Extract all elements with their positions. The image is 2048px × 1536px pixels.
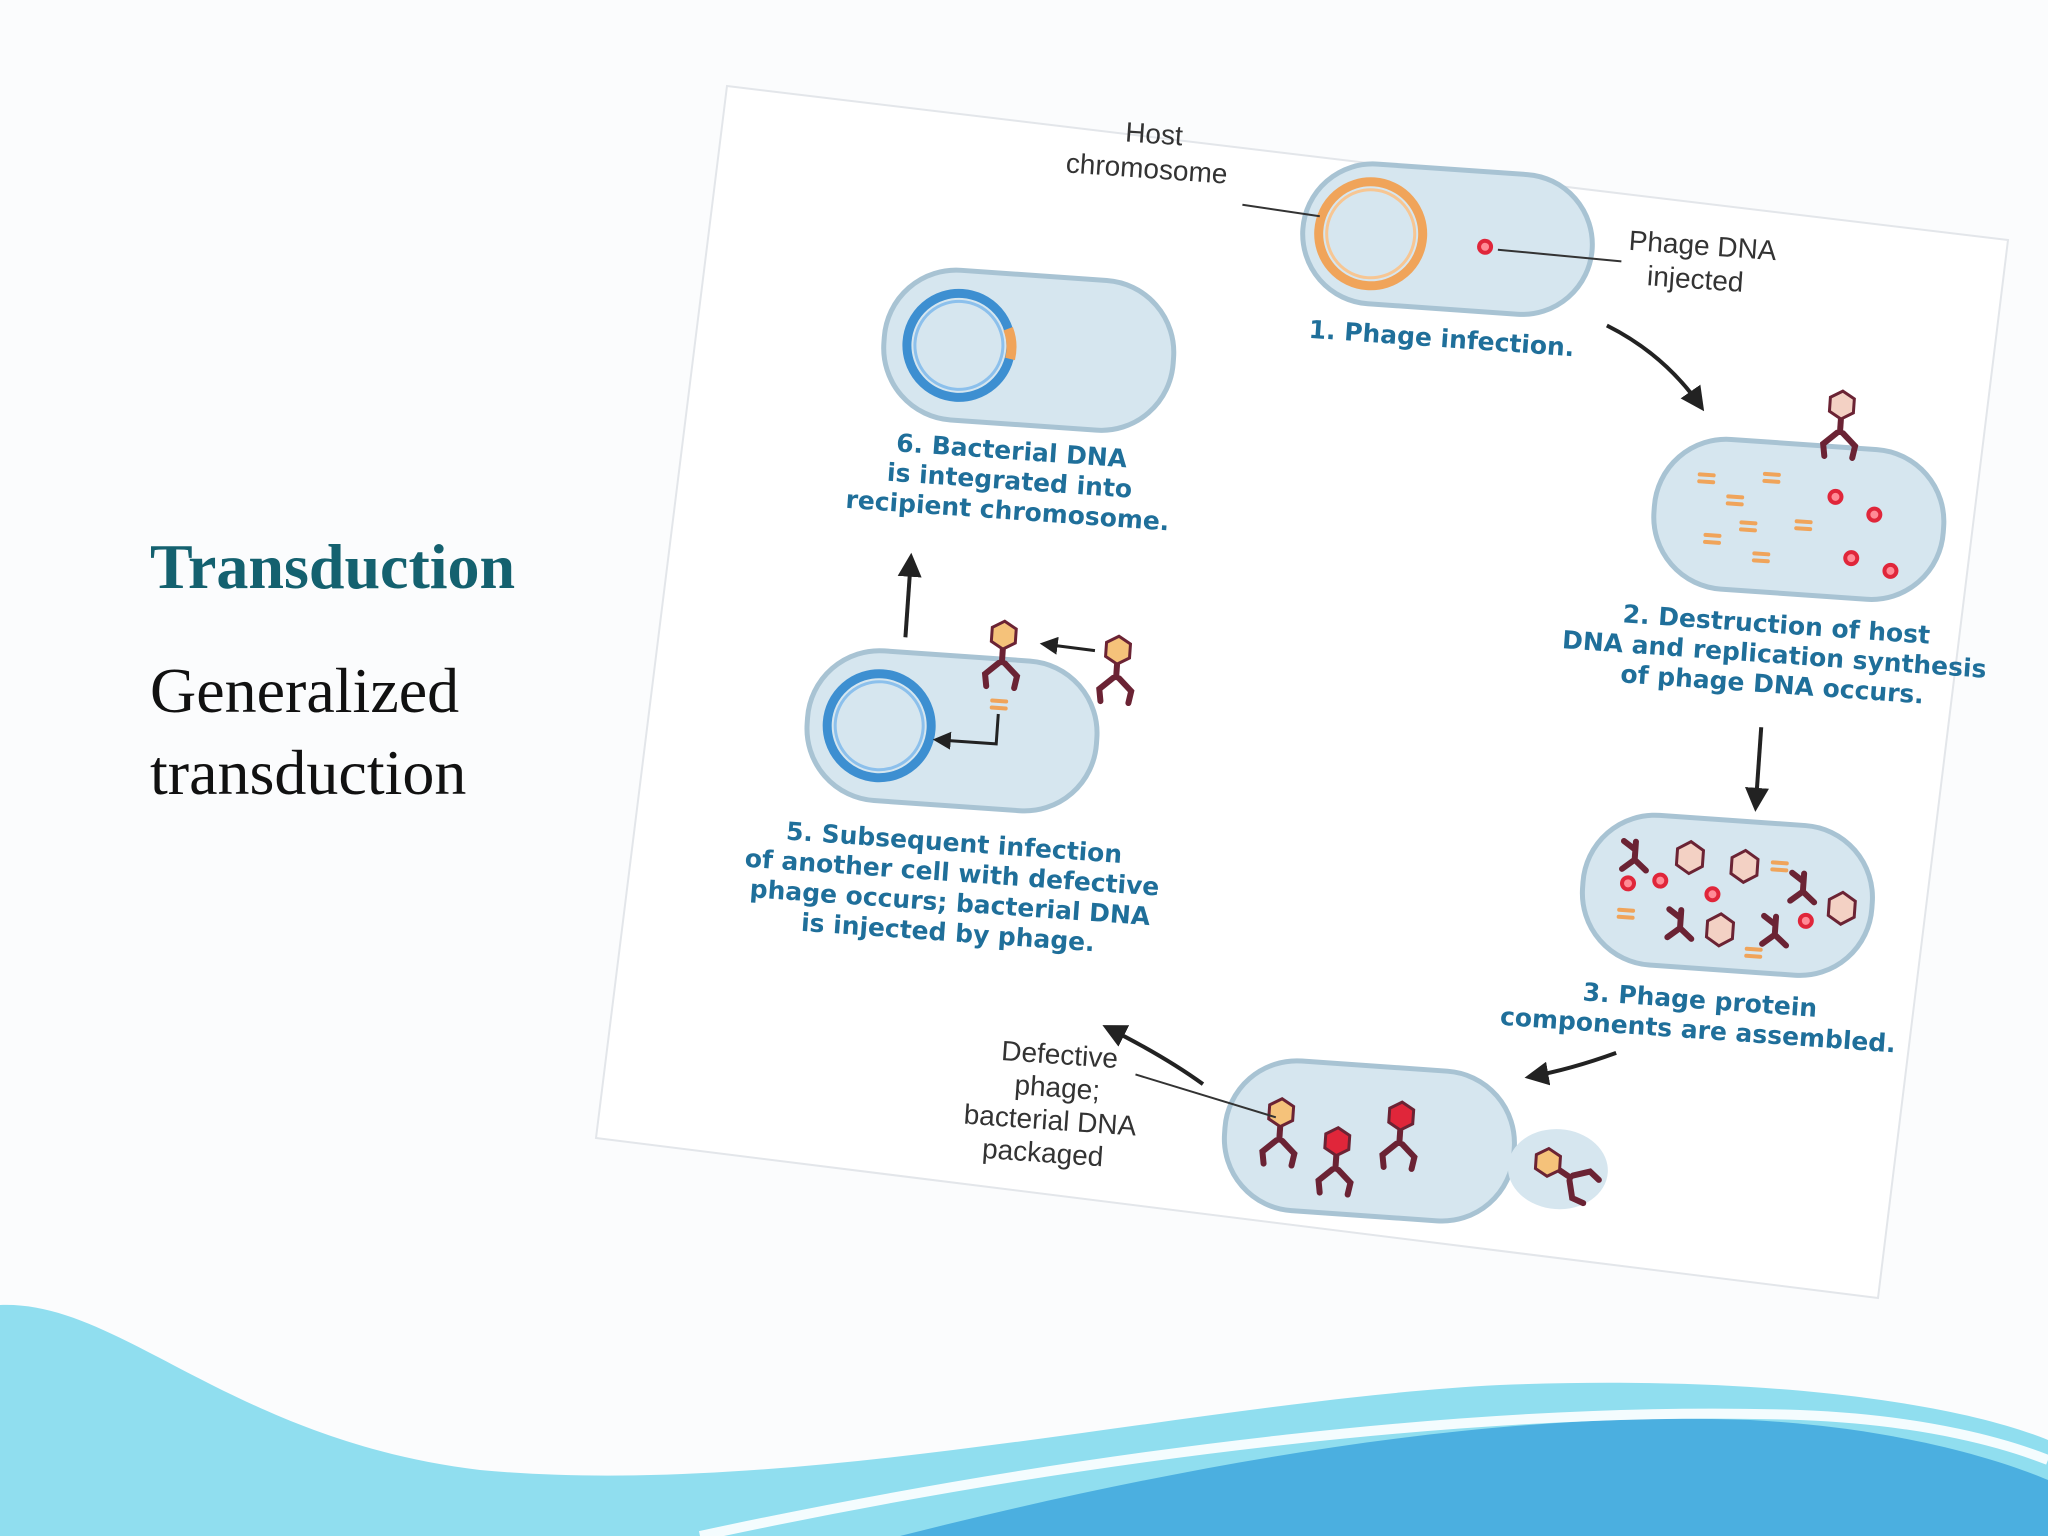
cell-2	[1651, 379, 1947, 602]
defective-phage-label-2: phage;	[1014, 1069, 1102, 1106]
cell-3	[1579, 812, 1875, 978]
wave-dark	[900, 1418, 2048, 1536]
arrow-4-to-5	[1102, 1025, 1205, 1086]
cell-1	[1300, 161, 1595, 317]
arrow-3-to-4	[1524, 1051, 1617, 1086]
svg-text:Phage DNAinjected: Phage DNAinjected	[1625, 225, 1777, 300]
host-chromosome	[1314, 177, 1428, 291]
subtitle-line-1: Generalized	[150, 655, 460, 726]
arrow-5-to-6	[897, 552, 922, 638]
slide-title: Transduction	[150, 531, 516, 602]
subtitle-line-2: transduction	[150, 737, 467, 808]
slide-subtitle: Generalized transduction	[150, 650, 600, 814]
wave-highlight	[698, 1408, 2048, 1536]
cell-5	[804, 608, 1135, 814]
phage-dna-pointer	[1497, 248, 1622, 263]
phage-dna-label-2: injected	[1646, 260, 1744, 298]
defective-phage-pointer	[1135, 1073, 1277, 1119]
host-chromosome-pointer	[1242, 203, 1320, 218]
arrow-1-to-2	[1605, 323, 1705, 412]
cell-6	[881, 267, 1177, 433]
host-chromosome-label-1: Host	[1124, 116, 1184, 151]
cell-4	[1221, 1058, 1608, 1224]
arrow-2-to-3	[1745, 727, 1769, 812]
